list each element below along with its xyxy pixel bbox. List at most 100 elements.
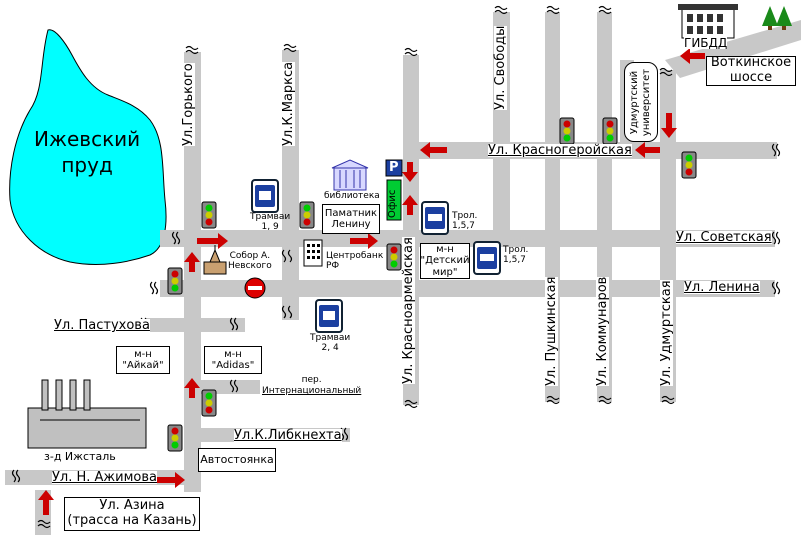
direction-arrow-icon — [680, 48, 705, 64]
street-internatsionalny-line1: пер. — [301, 375, 322, 385]
office-box — [386, 179, 402, 221]
adidas-line1: м-н — [224, 348, 242, 360]
street-pastukhova: Ул. Пастухова — [54, 318, 150, 333]
bank-building-icon — [303, 239, 323, 267]
sobor-label: Собор А. Невского — [228, 251, 272, 272]
street-liebknechta: Ул.К.Либкнехта — [234, 428, 342, 443]
route-arrows — [38, 48, 705, 515]
aykai-line1: м-н — [134, 348, 152, 360]
traffic-light-icon — [201, 201, 217, 229]
street-sovetskaya: Ул. Советская — [676, 230, 772, 245]
street-krasnoarmeyskaya: Ул. Красноармейская — [401, 237, 416, 384]
direction-arrow-icon — [350, 233, 378, 249]
university-box: Удмуртский университет — [624, 62, 658, 142]
cathedral-icon — [203, 245, 227, 275]
direction-arrow-icon — [38, 490, 54, 515]
traffic-light-icon — [167, 424, 183, 452]
street-svobody: Ул. Свободы — [493, 25, 508, 110]
office-label: Офис — [387, 189, 398, 218]
direction-arrow-icon — [635, 142, 660, 158]
street-kommunarov: Ул. Коммунаров — [595, 276, 610, 386]
trol-b-line1: Трол. — [503, 245, 529, 255]
street-marksa: Ул.К.Маркса — [281, 61, 296, 146]
street-udmurtskaya: Ул. Удмуртская — [659, 280, 674, 386]
detsky-mir-box: м-н "Детский мир" — [420, 243, 470, 279]
trol-a-line1: Трол. — [452, 211, 478, 221]
tram-19-line2: 1, 9 — [261, 221, 279, 232]
direction-arrow-icon — [197, 233, 228, 249]
street-krasnogeroyskaya: Ул. Красногеройская — [488, 143, 632, 158]
library-building-icon — [331, 159, 369, 191]
street-gorkogo: Ул.Горького — [181, 63, 196, 146]
pamyatnik-line1: Паматник — [324, 207, 378, 219]
traffic-light-icon — [386, 243, 402, 271]
votkinskoe-shosse-box: Воткинское шоссе — [706, 55, 796, 86]
votkinskoe-line2: шоссе — [729, 70, 773, 85]
direction-arrow-icon — [155, 472, 185, 488]
detsky-mir-line3: мир" — [432, 266, 458, 278]
traffic-light-icon — [167, 267, 183, 295]
gibdd-label: ГИБДД — [684, 36, 728, 50]
votkinskoe-line1: Воткинское — [710, 55, 792, 71]
traffic-light-icon — [299, 201, 315, 229]
traffic-light-icon — [201, 389, 217, 417]
avtostoyanka-box: Автостоянка — [198, 448, 276, 472]
centrobank-line2: РФ — [326, 260, 340, 271]
street-internatsionalny: пер. Интернациональный — [262, 375, 361, 397]
street-azhimova: Ул. Н. Ажимова — [52, 470, 157, 485]
tree-icon — [762, 6, 792, 30]
street-pushkinskaya: Ул. Пушкинская — [544, 276, 559, 386]
university-line1: Удмуртский — [629, 70, 641, 134]
sobor-line2: Невского — [228, 260, 272, 271]
parking-icon — [385, 159, 403, 177]
tram-24-label: Трамваи 2, 4 — [310, 333, 351, 354]
izhstal-label: з-д Ижсталь — [44, 450, 116, 463]
university-line2: университет — [641, 68, 652, 136]
pond-label-line2: пруд — [61, 153, 113, 177]
tram-19-line1: Трамваи — [250, 212, 291, 222]
factory-icon — [27, 379, 147, 449]
street-lenina: Ул. Ленина — [684, 280, 760, 295]
direction-arrow-icon — [402, 162, 418, 182]
azina-box: Ул. Азина (трасса на Казань) — [64, 497, 200, 531]
izhevsk-pond — [9, 29, 167, 265]
direction-arrow-icon — [661, 113, 677, 138]
traffic-lights — [167, 117, 697, 452]
direction-arrow-icon — [402, 195, 418, 215]
tram-19-label: Трамваи 1, 9 — [250, 212, 291, 233]
pond-label-line1: Ижевский — [34, 127, 141, 151]
pamyatnik-line2: Ленину — [331, 219, 371, 230]
no-entry-icon — [244, 277, 266, 299]
office-label-text: Офис — [387, 189, 398, 218]
detsky-mir-line1: м-н — [436, 243, 454, 255]
tram-stop-icon — [251, 179, 279, 213]
traffic-light-icon — [681, 151, 697, 179]
centrobank-line1: Центробанк — [326, 251, 384, 261]
adidas-line2: "Adidas" — [211, 360, 255, 371]
street-internatsionalny-line2: Интернациональный — [262, 385, 362, 396]
adidas-box: м-н "Adidas" — [204, 346, 262, 374]
azina-line1: Ул. Азина — [99, 498, 165, 514]
centrobank-label: Центробанк РФ — [326, 251, 384, 272]
parking-letter: P — [389, 160, 399, 175]
aykai-box: м-н "Айкай" — [116, 346, 170, 374]
direction-arrow-icon — [420, 142, 447, 158]
biblioteka-label: библиотека — [324, 191, 380, 201]
tram-stop-icon — [315, 299, 343, 333]
trol-b-line2: 1,5,7 — [503, 254, 526, 265]
sobor-line1: Собор А. — [229, 251, 271, 261]
traffic-light-icon — [602, 117, 618, 145]
trol-a-label: Трол. 1,5,7 — [452, 211, 478, 232]
trol-a-line2: 1,5,7 — [452, 220, 475, 231]
direction-arrow-icon — [184, 378, 200, 398]
trolleybus-stop-icon — [473, 241, 501, 275]
tram-24-line2: 2, 4 — [321, 342, 339, 353]
direction-arrow-icon — [184, 252, 200, 272]
trolleybus-stop-icon — [421, 201, 449, 235]
trol-b-label: Трол. 1,5,7 — [503, 245, 529, 266]
traffic-light-icon — [559, 117, 575, 145]
tram-24-line1: Трамваи — [310, 333, 351, 343]
pamyatnik-leninu-box: Паматник Ленину — [322, 204, 380, 234]
pond-label: Ижевский пруд — [34, 126, 140, 178]
azina-line2: (трасса на Казань) — [67, 513, 197, 528]
